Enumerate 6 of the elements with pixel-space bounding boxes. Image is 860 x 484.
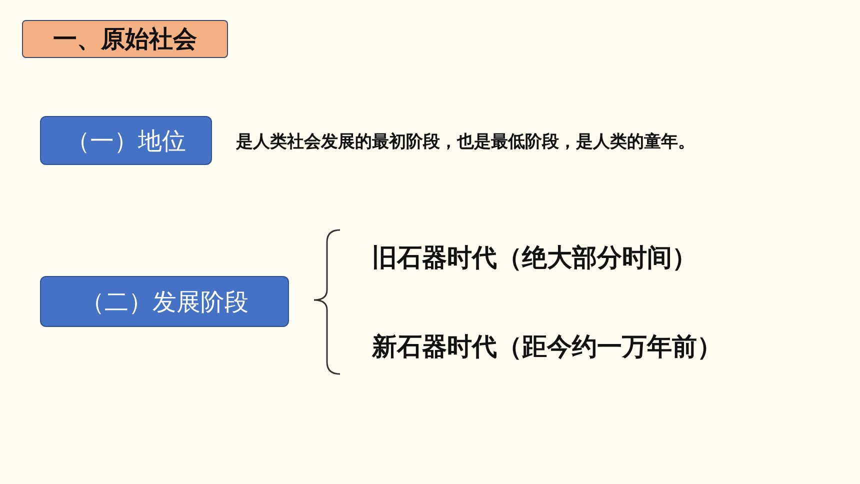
stage-text: 新石器时代（距今约一万年前） <box>372 331 722 363</box>
topic-box: （二）发展阶段 <box>40 276 289 327</box>
description-text: 是人类社会发展的最初阶段，也是最低阶段，是人类的童年。 <box>236 131 695 153</box>
heading-box: 一、原始社会 <box>22 20 228 58</box>
stage-text: 旧石器时代（绝大部分时间） <box>372 242 697 274</box>
topic-box: （一）地位 <box>40 116 212 165</box>
